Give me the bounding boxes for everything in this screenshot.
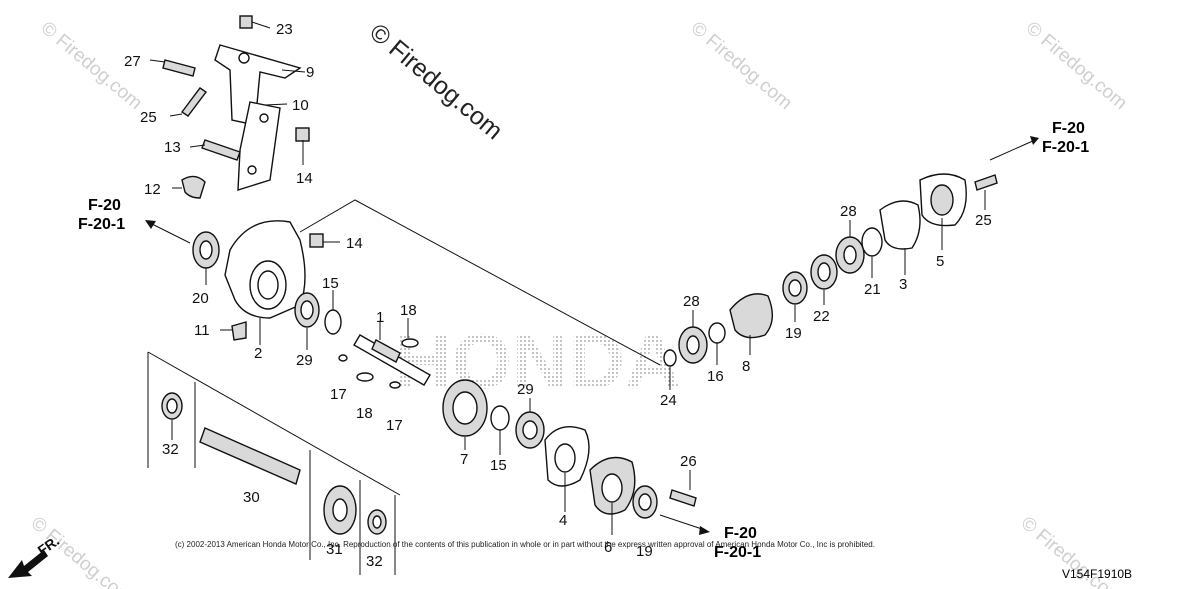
callout-13: 13 <box>164 139 181 156</box>
reference-label: F-20 <box>88 197 121 214</box>
watermark-text: © Firedog.com <box>687 18 796 114</box>
callout-20: 20 <box>192 290 209 307</box>
callout-25: 25 <box>975 212 992 229</box>
callout-17: 17 <box>386 417 403 434</box>
reference-label: F-20 <box>724 525 757 542</box>
callout-18: 18 <box>356 405 373 422</box>
front-direction-icon: FR. <box>8 532 62 578</box>
callout-24: 24 <box>660 392 677 409</box>
pinion-shaft <box>294 292 431 389</box>
brand-watermark: HONDA <box>395 317 681 405</box>
callout-21: 21 <box>864 281 881 298</box>
reference-label: F-20-1 <box>78 216 125 233</box>
leader-lines <box>149 21 986 535</box>
callout-26: 26 <box>680 453 697 470</box>
callout-11: 11 <box>194 322 210 339</box>
gear-case-housing <box>192 220 306 319</box>
callout-29: 29 <box>296 352 313 369</box>
callout-3: 3 <box>899 276 907 293</box>
callout-19: 19 <box>636 543 653 560</box>
output-assembly <box>663 173 998 367</box>
callout-16: 16 <box>707 368 724 385</box>
reference-label: F-20-1 <box>714 544 761 561</box>
guide-line <box>299 199 661 366</box>
callout-22: 22 <box>813 308 830 325</box>
callout-32: 32 <box>162 441 179 458</box>
callout-numbers: 23 27 9 10 25 13 14 12 14 20 11 2 15 29 … <box>124 21 992 570</box>
callout-18: 18 <box>400 302 417 319</box>
watermark-main: © Firedog.com <box>364 18 508 145</box>
callout-8: 8 <box>742 358 750 375</box>
bolt-icon <box>162 15 324 341</box>
callout-5: 5 <box>936 253 944 270</box>
callout-4: 4 <box>559 512 567 529</box>
callout-1: 1 <box>376 309 384 326</box>
callout-27: 27 <box>124 53 141 70</box>
drive-gear <box>442 379 697 519</box>
callout-23: 23 <box>276 21 293 38</box>
reference-arrows <box>145 136 1039 535</box>
callout-31: 31 <box>326 541 343 558</box>
callout-9: 9 <box>306 64 314 81</box>
callout-10: 10 <box>292 97 309 114</box>
watermark-text: © Firedog.com <box>1022 18 1131 114</box>
callout-6: 6 <box>604 539 612 556</box>
reference-label: F-20-1 <box>1042 139 1089 156</box>
callout-17: 17 <box>330 386 347 403</box>
callout-7: 7 <box>460 451 468 468</box>
callout-30: 30 <box>243 489 260 506</box>
callout-32: 32 <box>366 553 383 570</box>
drive-shaft <box>161 392 387 535</box>
callout-2: 2 <box>254 345 262 362</box>
reference-label: F-20 <box>1052 120 1085 137</box>
callout-15: 15 <box>322 275 339 292</box>
callout-15: 15 <box>490 457 507 474</box>
callout-29: 29 <box>517 381 534 398</box>
copyright-notice: (c) 2002-2013 American Honda Motor Co., … <box>175 540 875 549</box>
diagram-code: V154F1910B <box>1062 567 1132 581</box>
callout-28: 28 <box>840 203 857 220</box>
callout-19: 19 <box>785 325 802 342</box>
callout-25: 25 <box>140 109 157 126</box>
callout-28: 28 <box>683 293 700 310</box>
mount-bracket <box>214 44 302 191</box>
callout-14: 14 <box>346 235 363 252</box>
exploded-box <box>147 351 401 575</box>
reference-labels: F-20 F-20-1 F-20 F-20-1 F-20 F-20-1 <box>78 120 1089 561</box>
callout-12: 12 <box>144 181 161 198</box>
callout-14: 14 <box>296 170 313 187</box>
